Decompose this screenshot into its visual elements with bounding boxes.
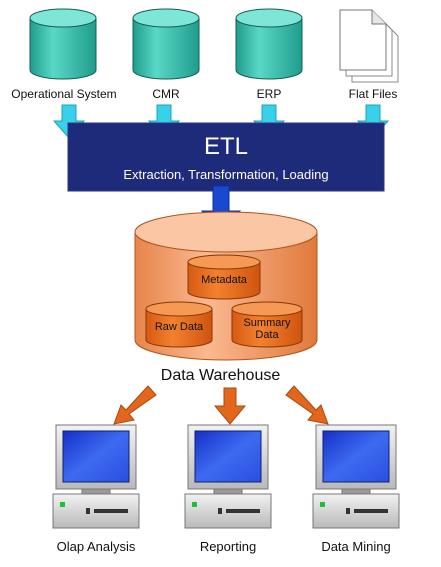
outflow-arrow-reporting: [213, 387, 247, 425]
metadata-cylinder: [187, 254, 261, 300]
summary-data-label-line2: Data: [255, 329, 279, 341]
source-database-cmr: [132, 8, 200, 80]
document-stack-icon: [339, 9, 399, 83]
data-warehouse-label: Data Warehouse: [160, 367, 281, 384]
source-database-operational-system: [29, 8, 97, 80]
source-label-cmr: CMR: [152, 87, 180, 101]
raw-data-label: Raw Data: [154, 321, 204, 333]
output-label-data-mining: Data Mining: [321, 539, 391, 554]
summary-data-label: Summary Data: [232, 317, 302, 341]
source-label-operational-system: Operational System: [11, 87, 117, 101]
raw-data-cylinder: [145, 301, 213, 348]
outflow-arrow-olap: [113, 385, 157, 425]
computer-icon: [52, 424, 140, 529]
summary-data-cylinder: [231, 301, 303, 348]
output-label-olap-analysis: Olap Analysis: [56, 539, 136, 554]
source-label-erp: ERP: [256, 87, 282, 101]
etl-subtitle: Extraction, Transformation, Loading: [123, 167, 329, 182]
outflow-arrow-mining: [285, 385, 329, 425]
etl-title: ETL: [203, 133, 248, 160]
summary-data-label-line1: Summary: [243, 317, 291, 329]
computer-icon: [184, 424, 272, 529]
metadata-label: Metadata: [201, 274, 247, 286]
output-label-reporting: Reporting: [199, 539, 257, 554]
source-database-erp: [235, 8, 303, 80]
computer-icon: [312, 424, 400, 529]
source-label-flat-files: Flat Files: [348, 87, 398, 101]
